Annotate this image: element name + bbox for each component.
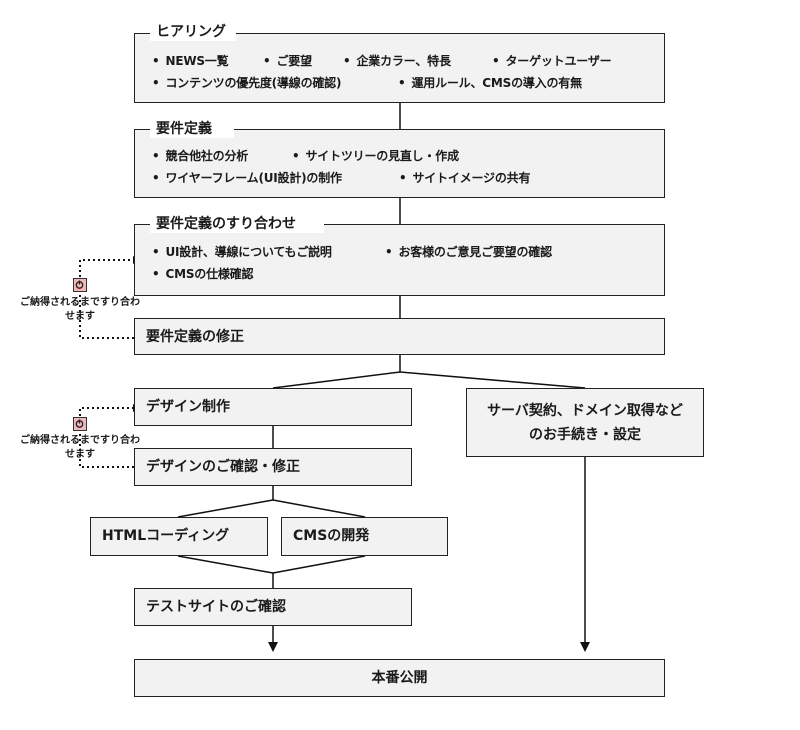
design-label: デザイン制作 [146, 399, 230, 415]
connector [272, 555, 366, 574]
loop-note-1: ご納得されるまですり合わせます [20, 297, 140, 322]
power-icon [73, 278, 87, 292]
hearing-bullet: ターゲットユーザー [492, 53, 611, 69]
loop-note-2: ご納得されるまですり合わせます [20, 435, 140, 460]
hearing-bullet: 企業カラー、特長 [343, 53, 450, 69]
connector [272, 371, 401, 389]
alignment-title: 要件定義のすり合わせ [150, 215, 324, 233]
requirements-bullet: サイトイメージの共有 [399, 170, 530, 186]
launch-label: 本番公開 [371, 670, 428, 686]
revision-label: 要件定義の修正 [146, 329, 244, 345]
html-coding-box [90, 517, 268, 556]
feedback-loop-2 [79, 404, 141, 468]
hearing-title: ヒアリング [150, 23, 236, 41]
test-review-box [134, 588, 412, 626]
connector [272, 499, 366, 518]
server-label: サーバ契約、ドメイン取得などのお手続き・設定 [487, 403, 683, 443]
alignment-box [134, 224, 665, 296]
hearing-bullet: NEWS一覧 [152, 53, 228, 69]
hearing-bullet: 運用ルール、CMSの導入の有無 [398, 75, 582, 91]
design-review-box [134, 448, 412, 486]
cms-dev-label: CMSの開発 [293, 528, 370, 544]
server-box [466, 388, 704, 457]
html-coding-label: HTMLコーディング [102, 528, 230, 544]
requirements-bullet: サイトツリーの見直し・作成 [292, 148, 459, 164]
feedback-loop-1 [79, 256, 141, 339]
alignment-bullet: CMSの仕様確認 [152, 266, 253, 282]
alignment-bullet: UI設計、導線についてもご説明 [152, 244, 331, 260]
requirements-bullet: ワイヤーフレーム(UI設計)の制作 [152, 170, 342, 186]
hearing-bullet: ご要望 [263, 53, 312, 69]
test-review-label: テストサイトのご確認 [146, 599, 286, 615]
cms-dev-box [281, 517, 448, 556]
connector [177, 555, 274, 574]
hearing-bullet: コンテンツの優先度(導線の確認) [152, 75, 341, 91]
alignment-bullet: お客様のご意見ご要望の確認 [385, 244, 552, 260]
requirements-bullet: 競合他社の分析 [152, 148, 248, 164]
connector [399, 371, 586, 389]
power-icon [73, 417, 87, 431]
requirements-title: 要件定義 [150, 120, 234, 138]
connector [177, 499, 274, 518]
design-box [134, 388, 412, 426]
design-review-label: デザインのご確認・修正 [146, 459, 300, 475]
launch-box [134, 659, 665, 697]
revision-box [134, 318, 665, 355]
